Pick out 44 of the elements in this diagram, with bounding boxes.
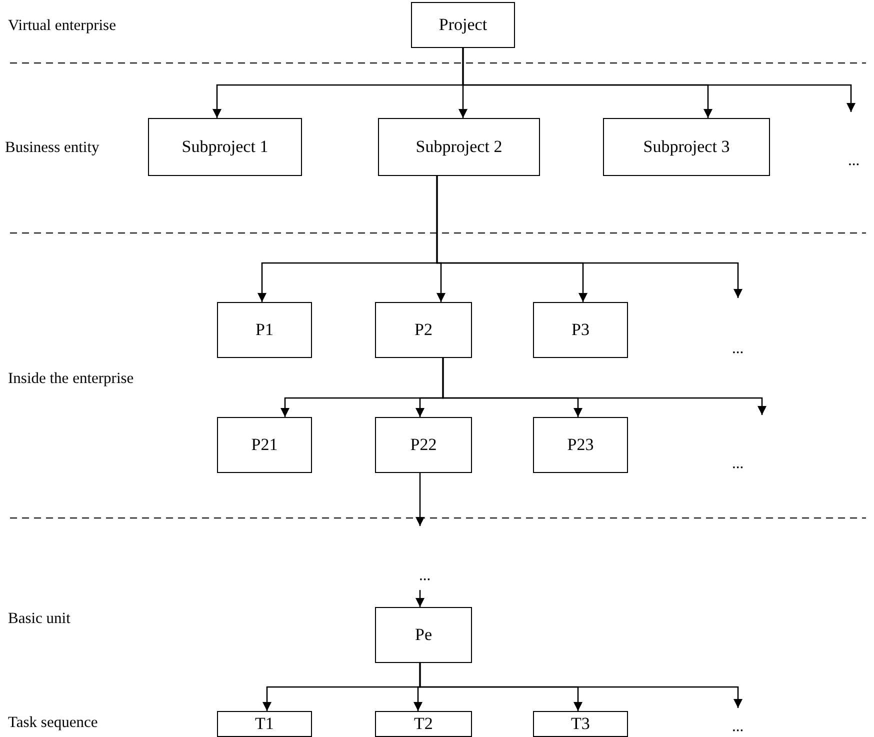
box-label: T3 xyxy=(571,714,590,734)
process-box xyxy=(378,118,540,176)
box-label: P1 xyxy=(256,320,274,340)
text-label: ... xyxy=(732,718,744,736)
process-box xyxy=(375,302,472,358)
box-label: P2 xyxy=(414,320,432,340)
text-label: Business entity xyxy=(5,139,100,156)
process-box xyxy=(533,302,628,358)
text-label: ... xyxy=(419,567,431,584)
process-box xyxy=(217,417,312,473)
text-label: Inside the enterprise xyxy=(8,370,134,388)
text-label: ... xyxy=(732,340,744,358)
arrow xyxy=(419,663,742,708)
process-box xyxy=(375,711,472,737)
process-box xyxy=(375,417,472,473)
text-label: ... xyxy=(732,455,744,472)
text-label: Task sequence xyxy=(8,714,98,732)
process-box xyxy=(217,302,312,358)
arrow xyxy=(416,590,424,607)
text-label: Basic unit xyxy=(8,610,70,628)
box-label: Subproject 3 xyxy=(643,137,730,157)
process-box xyxy=(375,607,472,663)
text-label: Virtual enterprise xyxy=(8,17,116,34)
box-label: P3 xyxy=(572,320,590,340)
arrow xyxy=(416,473,424,526)
process-box xyxy=(533,711,628,737)
arrow xyxy=(462,48,856,112)
box-label: Pe xyxy=(415,625,432,645)
arrow xyxy=(442,358,766,415)
box-label: Project xyxy=(438,15,488,35)
arrow xyxy=(436,176,742,298)
box-label: P22 xyxy=(410,435,437,455)
process-box xyxy=(533,417,628,473)
text-label: ... xyxy=(848,152,860,170)
box-label: T2 xyxy=(414,714,433,734)
process-box xyxy=(411,2,515,48)
box-label: P21 xyxy=(251,435,278,455)
box-label: T1 xyxy=(255,714,274,734)
box-label: P23 xyxy=(567,435,594,455)
process-box xyxy=(148,118,302,176)
process-box xyxy=(217,711,312,737)
box-label: Subproject 2 xyxy=(416,137,502,157)
box-label: Subproject 1 xyxy=(182,137,268,157)
process-box xyxy=(603,118,770,176)
